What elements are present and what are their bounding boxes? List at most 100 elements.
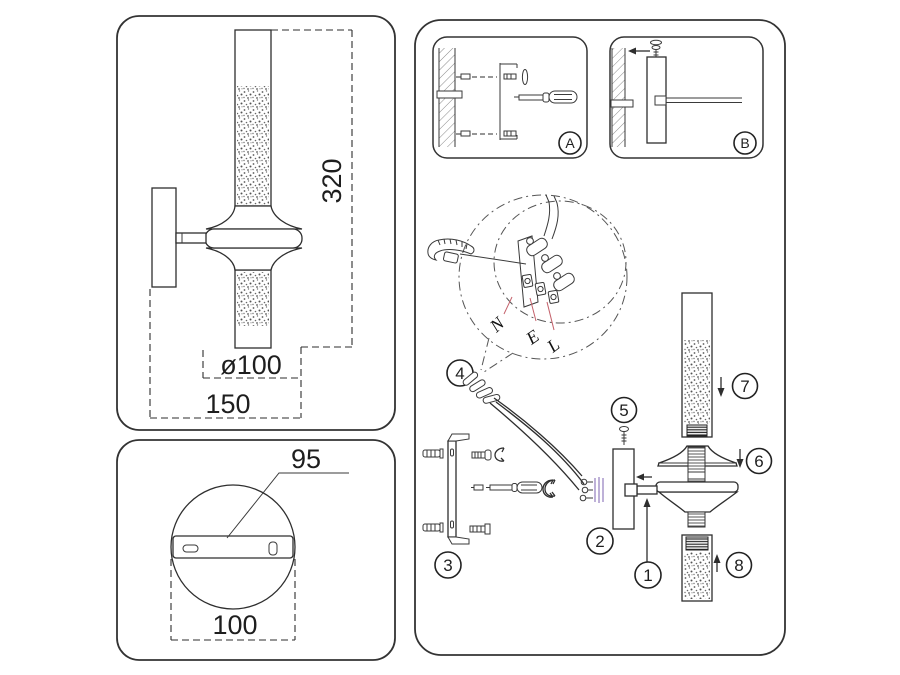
step-7-glass-texture [684,340,710,424]
step-1-arrow [643,498,651,562]
mounting-bracket-front [172,535,294,559]
step-7-badge [731,372,759,400]
wire-end-connector [579,477,604,503]
step-4-badge-label: 4 [455,364,464,383]
inset-b-arrow-left [628,47,650,55]
clip-top [494,447,505,462]
inset-a-screw-bottom [460,130,517,137]
step-3-group: 3 [422,433,556,579]
step-2-badge [586,527,614,555]
step-7-group: 7 [681,292,759,438]
inset-b-badge-label: B [740,135,749,151]
step-5-group: 5 [610,396,638,445]
dim-line-diameter [202,347,302,418]
ground-wire-hook [427,238,527,265]
dim-line-150 [149,289,301,419]
lower-diffuser-cone [657,491,739,513]
arm-square-joint [624,483,638,497]
step-8-thread [685,536,709,551]
connector-terminals [462,371,501,404]
step-5-badge [610,396,638,424]
inset-a-screw-top [460,69,529,85]
terminal-wire-up-1 [543,194,551,237]
dim-100-label: 100 [212,610,257,640]
step-5-screw [619,426,629,445]
step-8-badge [725,551,753,579]
step-8-badge-label: 8 [734,556,743,575]
dim-diameter-label: ø100 [220,350,282,380]
connector-pins [594,477,604,503]
wall-plate-side [151,187,177,288]
clip-middle [544,479,556,497]
inset-a-wall-tab [436,90,463,99]
terminal-lugs [521,273,560,304]
step-3-bracket [447,433,470,545]
screwdriver-icon [486,481,543,494]
dim-line-320 [271,29,353,348]
step-8-glass-texture [684,552,710,599]
hook-pointer-line [459,253,527,265]
inset-b-arm-joint [654,95,667,106]
step-1-group: 1 [634,498,662,589]
leader-live [546,301,555,331]
terminal-cylinders [526,237,575,292]
step-5-badge-label: 5 [619,401,628,420]
step-2-group: 2 [586,448,635,555]
inset-a: A [432,36,588,159]
inset-b-wall-tab [610,99,634,108]
connector-wires [489,397,585,491]
center-disc [655,481,739,493]
lamp-glass-texture-upper [237,86,269,205]
arm-bar [636,485,658,495]
balloon-tail [480,337,490,371]
inset-b-wall-hatch [612,48,625,147]
inset-b: B [609,36,764,159]
bracket-slot-left [182,544,199,553]
hook-ribs [437,238,468,250]
screw-mini-middle [471,484,484,491]
step-6-badge [745,447,773,475]
dim-320-label: 320 [317,158,347,203]
balloon-outline [458,194,628,360]
panel-side-view: 320 ø100 150 [116,15,396,431]
hook-connector [442,251,459,264]
screw-top [471,449,492,461]
inset-a-badge [558,131,582,155]
step-1-badge-label: 1 [643,566,652,585]
plate-arrow-left [636,473,652,481]
step-3-badge [434,551,462,579]
step-4-group: 4 [446,359,604,503]
dim-150-label: 150 [205,389,250,419]
lamp-center-band [204,228,303,249]
dim-95-label: 95 [291,444,321,474]
lamp-lower-flare [205,247,303,271]
lamp-arm [175,232,207,244]
wall-anchor-top [422,448,444,459]
inset-b-badge [733,131,757,155]
panel-installation: A B [414,19,786,656]
dim-line-100 [170,559,296,641]
step-8-arrow-up [713,554,721,572]
wall-anchor-bottom [422,522,444,533]
terminal-block [517,194,575,308]
step-7-thread [686,424,708,437]
inset-a-screwdriver-icon [514,90,578,104]
step-7-badge-label: 7 [740,377,749,396]
step-2-badge-label: 2 [595,532,604,551]
balloon-inner-outline [493,200,627,324]
inset-a-bracket [499,63,518,140]
inset-b-screw [650,39,662,57]
terminal-wire-up-2 [551,195,559,240]
step-3-badge-label: 3 [443,556,452,575]
dim-95-leader [226,472,349,539]
step-1-badge [634,561,662,589]
inset-a-washer [521,69,529,85]
leader-earth [529,297,537,322]
lower-thread-stub [687,511,706,528]
step-6-group: 6 [736,447,773,475]
leader-neutral [503,296,513,315]
step-8-group: 8 [681,534,753,602]
panel-back-view: 95 100 [116,439,396,661]
lamp-upper-flare [205,205,303,230]
